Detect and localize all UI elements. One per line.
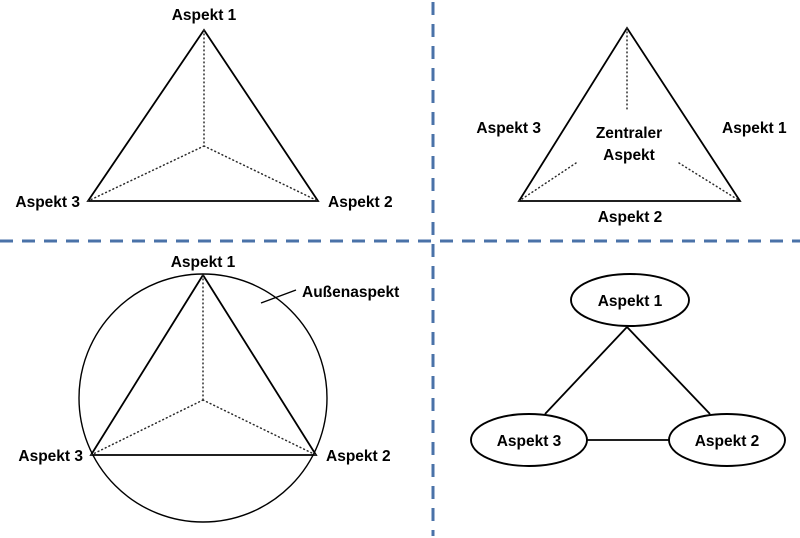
label-aspekt-1: Aspekt 1 [722,120,787,137]
plain-triangle-panel: Aspekt 1 Aspekt 2 Aspekt 3 [15,7,392,211]
label-zentraler-aspekt-line1: Zentraler [596,125,662,142]
centroid-spokes-dotted [87,29,319,202]
spoke-to-bottom-right [203,145,319,202]
ellipse-shape [470,413,588,467]
ellipse-shape [668,413,786,467]
edge-top-to-left [544,326,628,415]
label-aspekt-3: Aspekt 3 [18,448,83,465]
node-aspekt-2[interactable]: Aspekt 2 [668,413,786,467]
spoke-to-bottom-left [87,145,205,202]
label-aspekt-3: Aspekt 3 [15,194,80,211]
centroid-spokes-dotted [518,27,741,202]
spoke-to-bottom-left [518,162,577,202]
triangle-outline [86,28,320,202]
ellipse-shape [570,273,690,327]
spoke-to-bottom-right [678,162,741,202]
label-aspekt-2: Aspekt 2 [326,448,391,465]
spoke-to-bottom-left [90,399,204,456]
edge-top-to-right [626,326,711,415]
triangle-outline [517,26,742,202]
node-aspekt-1[interactable]: Aspekt 1 [570,273,690,327]
label-aspekt-3: Aspekt 3 [476,120,541,137]
label-aspekt-2: Aspekt 2 [598,209,663,226]
label-aspekt-2: Aspekt 2 [328,194,393,211]
node-label: Aspekt 2 [695,433,760,450]
node-label: Aspekt 3 [497,433,562,450]
network-edges [544,326,711,441]
label-aussenaspekt: Außenaspekt [302,284,399,301]
ellipse-network-panel: Aspekt 1 Aspekt 3 Aspekt 2 [470,273,786,467]
spoke-to-bottom-right [202,399,317,456]
node-label: Aspekt 1 [598,293,663,310]
triangle-outline [89,273,318,456]
node-aspekt-3[interactable]: Aspekt 3 [470,413,588,467]
label-aspekt-1: Aspekt 1 [172,7,237,24]
outer-aspect-leader-line [260,289,297,304]
label-zentraler-aspekt-line2: Aspekt [603,147,655,164]
circumscribed-triangle-panel: Aspekt 1 Aspekt 2 Aspekt 3 Außenaspekt [18,254,399,523]
label-aspekt-1: Aspekt 1 [171,254,236,271]
central-aspect-triangle-panel: Aspekt 1 Aspekt 2 Aspekt 3 Zentraler Asp… [476,26,787,226]
centroid-spokes-dotted [90,274,317,456]
